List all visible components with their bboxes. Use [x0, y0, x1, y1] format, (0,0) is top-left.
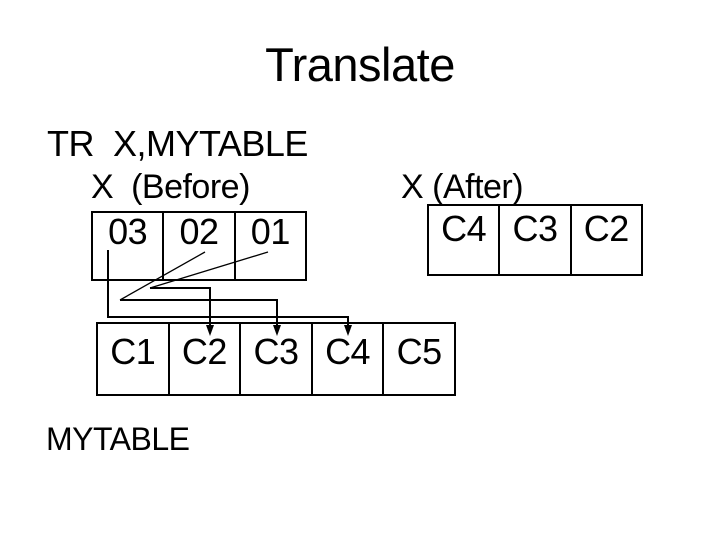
- tr-instruction-text: TR X,MYTABLE: [47, 123, 308, 164]
- mytable-cell-0: C1: [110, 331, 156, 372]
- after-cell-0: C4: [441, 208, 487, 249]
- mytable-cell-1: C2: [167, 324, 240, 394]
- mytable-label: MYTABLE: [46, 421, 190, 457]
- slide-title: Translate: [265, 38, 455, 91]
- mytable-box: C1 C2 C3 C4 C5: [96, 322, 456, 396]
- mytable-cell-4: C5: [382, 324, 454, 394]
- before-cell-0: 03: [108, 213, 148, 252]
- x-before-label: X (Before): [91, 168, 250, 206]
- x-before-box: 03 02 01: [91, 211, 307, 281]
- mytable-cell-2: C3: [239, 324, 311, 394]
- after-cell-2: C2: [569, 206, 641, 274]
- before-cell-1: 02: [162, 213, 233, 279]
- x-after-box: C4 C3 C2: [427, 204, 643, 276]
- after-cell-1: C3: [498, 206, 569, 274]
- mytable-cell-3: C4: [310, 324, 383, 394]
- x-after-label: X (After): [401, 168, 524, 206]
- before-cell-2: 01: [233, 213, 305, 279]
